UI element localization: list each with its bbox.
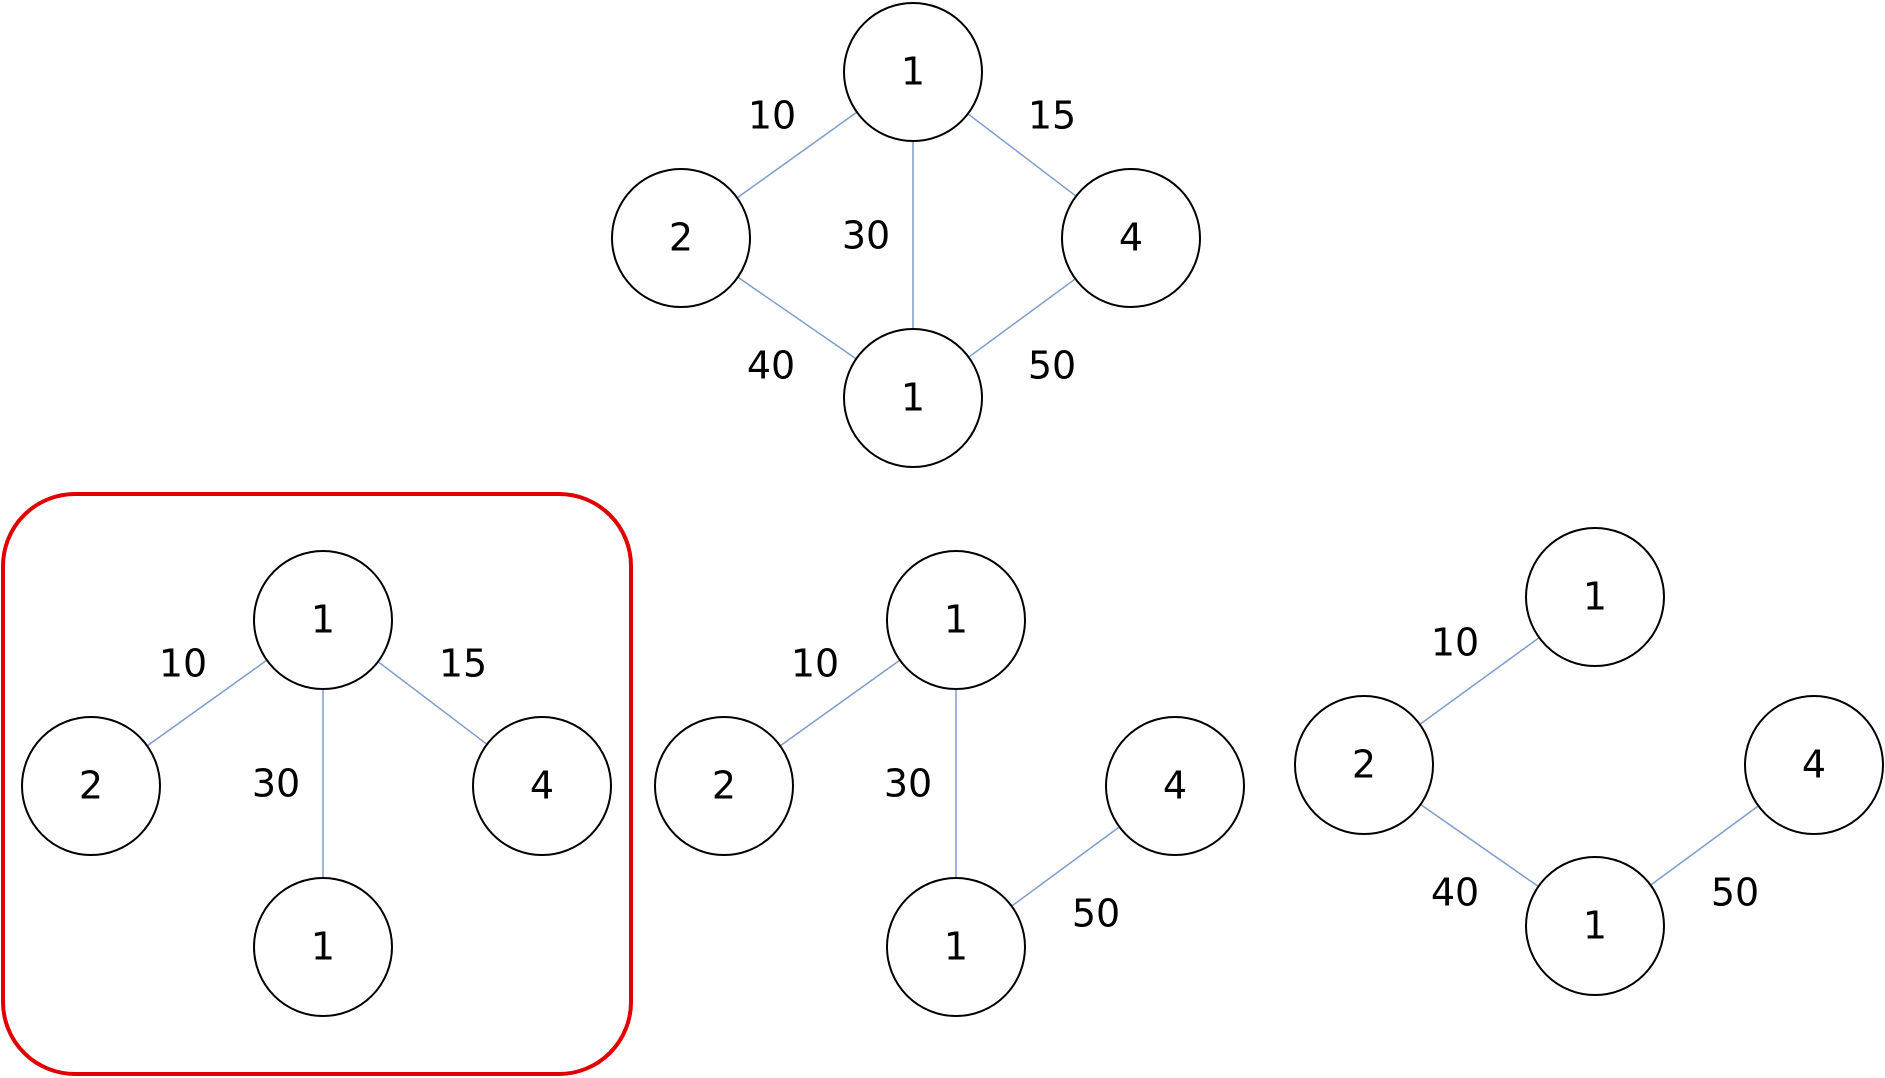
edge-top-left	[736, 111, 858, 199]
spanning-tree-c: 1 2 4 1 10 40 50	[1294, 527, 1884, 996]
edge-top-left	[146, 659, 268, 747]
edge-top-left	[779, 659, 901, 747]
graphs-layer: 1 2 4 1 10 15 30 40 50 1 2 4 1 10 15 30 1 2 4 1 10 30 50 1 2 4 1 10…	[21, 2, 1884, 1017]
node-label: 1	[311, 925, 335, 969]
node-bottom	[253, 877, 393, 1017]
node-label: 2	[712, 764, 736, 808]
node-bottom	[886, 877, 1026, 1017]
node-top	[886, 550, 1026, 690]
edge-right-bottom	[1650, 805, 1759, 886]
node-label: 4	[1119, 216, 1143, 260]
node-top	[843, 2, 983, 142]
edge-weight-label: 40	[1431, 871, 1479, 915]
node-label: 4	[530, 764, 554, 808]
edge-weight-label: 15	[439, 642, 487, 686]
node-label: 1	[944, 925, 968, 969]
node-bottom	[843, 328, 983, 468]
spanning-tree-a: 1 2 4 1 10 15 30	[21, 550, 612, 1017]
node-left	[611, 168, 751, 308]
edge-weight-label: 50	[1072, 892, 1120, 936]
edge-weight-label: 10	[748, 94, 796, 138]
node-label: 2	[1352, 743, 1376, 787]
node-label: 1	[1583, 575, 1607, 619]
node-right	[472, 716, 612, 856]
node-label: 4	[1802, 743, 1826, 787]
node-label: 2	[79, 764, 103, 808]
node-right	[1061, 168, 1201, 308]
spanning-tree-b: 1 2 4 1 10 30 50	[654, 550, 1245, 1017]
edge-weight-label: 30	[252, 762, 300, 806]
node-left	[654, 716, 794, 856]
edge-weight-label: 30	[884, 762, 932, 806]
node-label: 1	[901, 50, 925, 94]
node-left	[1294, 695, 1434, 835]
edge-weight-label: 50	[1711, 871, 1759, 915]
edge-left-bottom	[737, 276, 857, 360]
node-label: 2	[669, 216, 693, 260]
edge-right-bottom	[968, 278, 1076, 358]
original-graph: 1 2 4 1 10 15 30 40 50	[611, 2, 1201, 468]
node-top	[253, 550, 393, 690]
node-right	[1105, 716, 1245, 856]
edge-weight-label: 10	[791, 642, 839, 686]
node-top	[1525, 527, 1665, 667]
edge-weight-label: 10	[159, 642, 207, 686]
node-bottom	[1525, 856, 1665, 996]
node-left	[21, 716, 161, 856]
node-label: 1	[901, 376, 925, 420]
edge-weight-label: 40	[747, 344, 795, 388]
edge-top-left	[1419, 636, 1540, 726]
node-label: 1	[944, 598, 968, 642]
edge-right-bottom	[1011, 826, 1120, 907]
edge-left-bottom	[1420, 803, 1539, 888]
edge-weight-label: 50	[1028, 344, 1076, 388]
edge-top-right	[967, 113, 1077, 197]
edge-top-right	[377, 661, 488, 745]
edge-weight-label: 30	[842, 214, 890, 258]
highlighted-graph-box	[1, 492, 633, 1076]
node-label: 4	[1163, 764, 1187, 808]
node-right	[1744, 695, 1884, 835]
edge-weight-label: 10	[1431, 621, 1479, 665]
node-label: 1	[311, 598, 335, 642]
edge-weight-label: 15	[1028, 94, 1076, 138]
node-label: 1	[1583, 904, 1607, 948]
